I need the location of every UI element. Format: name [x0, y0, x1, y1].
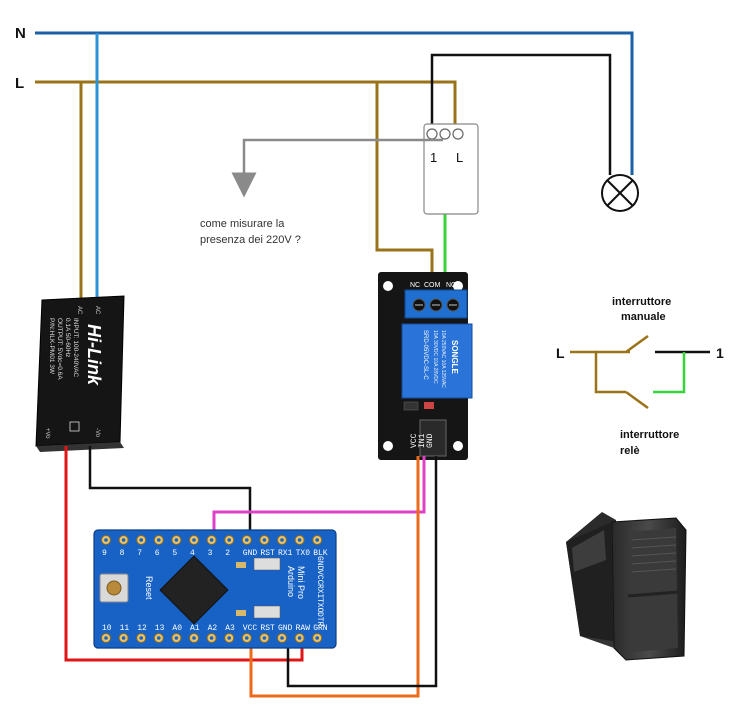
signal-wire: [212, 456, 426, 540]
hilink-minus-wire: [64, 446, 304, 662]
switch-screw-l: [452, 128, 464, 140]
arduino-top-pin-label: BLK: [313, 549, 328, 558]
switch-terminal-l-label: L: [456, 150, 463, 165]
relay-cube: [401, 323, 473, 399]
arduino-top-pin-label: RX1: [278, 549, 293, 558]
arduino-side-pin-label: GND: [315, 556, 324, 571]
schematic-manual-blade: [625, 334, 649, 354]
switch-terminal-1-label: 1: [430, 150, 437, 165]
arduino-side-pin-label: VCC: [315, 570, 324, 585]
switch-screw-2: [439, 128, 451, 140]
arduino-top-pin-label: 5: [172, 549, 177, 558]
schematic-l-label: L: [556, 345, 565, 361]
hilink-pin-plus: +Vo: [44, 428, 50, 439]
arduino-top-pin-label: 7: [137, 549, 142, 558]
arduino-top-pin-label: 4: [190, 549, 195, 558]
arduino-name-line1: Arduino: [286, 566, 296, 597]
arduino-top-pin-label: GND: [243, 549, 258, 558]
relay-brand: SONGLE: [450, 340, 459, 374]
switch-schematic: L 1 interruttore manuale interruttore re…: [556, 296, 724, 457]
relay-pin-gnd: GND: [426, 433, 435, 448]
arduino-bottom-pin-label: 11: [120, 624, 130, 633]
arduino-bottom-pin-label: A3: [225, 624, 235, 633]
schematic-common-wire: [570, 350, 626, 394]
rocker-switch-illustration: [566, 512, 687, 661]
arduino-top-pin-label: RST: [260, 549, 275, 558]
relay-switch-label-1: interruttore: [620, 429, 679, 441]
arduino-bottom-pin-label: A2: [208, 624, 218, 633]
vcc-wire: [249, 456, 420, 698]
arduino-top-pin-label: 9: [102, 549, 107, 558]
relay-spec-1: 10A 250VAC 10A 125VAC: [440, 330, 446, 388]
arduino-bottom-pin-label: RAW: [296, 624, 311, 633]
schematic-relay-blade: [625, 390, 649, 410]
ground-wire: [286, 456, 438, 688]
relay-model: SRD-05VDC-SL-C: [422, 330, 428, 380]
hilink-plus-wire: [88, 446, 252, 540]
arduino-bottom-pin-label: 12: [137, 624, 147, 633]
arduino-top-pin-label: TX0: [296, 549, 311, 558]
neutral-label: N: [15, 25, 26, 42]
reset-label: Reset: [144, 576, 154, 600]
line-to-relay-wire: [375, 82, 434, 282]
hilink-pin-ac2: AC: [76, 306, 82, 315]
relay-terminal-com: COM: [424, 282, 441, 289]
arduino-bottom-pin-label: RST: [260, 624, 275, 633]
relay-terminal-no: NO: [446, 282, 457, 289]
low-voltage-wires: [64, 446, 438, 698]
hilink-spec-2: 0.1A 50-60Hz: [64, 318, 71, 357]
arduino-top-pin-label: 8: [120, 549, 125, 558]
arduino-name-line2: Mini Pro: [296, 566, 306, 599]
neutral-wire: [35, 31, 634, 175]
arduino-top-pin-label: 6: [155, 549, 160, 558]
wall-switch-body: [423, 123, 479, 215]
relay-pin-vcc: VCC: [410, 433, 419, 448]
arduino-bottom-pin-label: 13: [155, 624, 165, 633]
hilink-pin-ac1: AC: [94, 306, 100, 315]
hilink-pin-minus: -Vo: [94, 428, 100, 438]
arduino-bottom-pin-label: VCC: [243, 624, 258, 633]
measure-arrow: [231, 138, 443, 198]
hilink-brand: Hi-Link: [84, 324, 104, 386]
mcu-chip: [159, 555, 229, 625]
measure-question-line2: presenza dei 220V ?: [200, 234, 301, 246]
wall-switch: 1 L: [423, 123, 479, 215]
manual-switch-label-1: interruttore: [612, 296, 671, 308]
arduino-side-pin-label: RXI: [315, 584, 324, 598]
relay-pin-in: IN1: [418, 433, 427, 448]
schematic-1-label: 1: [716, 345, 724, 361]
relay-terminal-nc: NC: [410, 282, 420, 289]
arduino-side-pin-label: TXO: [315, 598, 324, 613]
arduino-side-pin-label: DTR: [315, 612, 324, 627]
line-label: L: [15, 75, 24, 92]
lamp-return-wire: [430, 53, 612, 175]
arduino-bottom-pin-label: GND: [278, 624, 293, 633]
hilink-module: Hi-Link INPUT: 100-240VAC 0.1A 50-60Hz O…: [35, 295, 125, 452]
relay-module: NC COM NO SONGLE 10A 250VAC 10A 125VAC 1…: [378, 272, 473, 460]
lamp-symbol: [601, 174, 639, 212]
line-wire: [35, 80, 457, 128]
measure-question-line1: come misurare la: [200, 218, 285, 230]
relay-spec-2: 10A 30VDC 10A 28VDC: [432, 330, 438, 384]
arduino-bottom-pin-label: GRN: [313, 624, 328, 633]
relay-header: [419, 419, 447, 457]
hilink-spec-3: OUTPUT: 5Vdc=0.6A: [56, 318, 63, 380]
manual-switch-label-2: manuale: [621, 311, 666, 323]
arduino-bottom-pin-label: A0: [172, 624, 182, 633]
relay-switch-label-2: relè: [620, 445, 640, 457]
arduino-top-pin-label: 2: [225, 549, 230, 558]
hilink-spec-1: INPUT: 100-240VAC: [72, 318, 79, 377]
mains-wires: [35, 31, 634, 308]
arduino-bottom-pin-label: 10: [102, 624, 112, 633]
schematic-relay-wire: [653, 352, 686, 394]
arduino-top-pin-label: 3: [208, 549, 213, 558]
arduino-bottom-pin-label: A1: [190, 624, 200, 633]
switch-screw-1: [426, 128, 438, 140]
hilink-spec-4: P/N:HLK-PM01 3W: [48, 318, 55, 375]
